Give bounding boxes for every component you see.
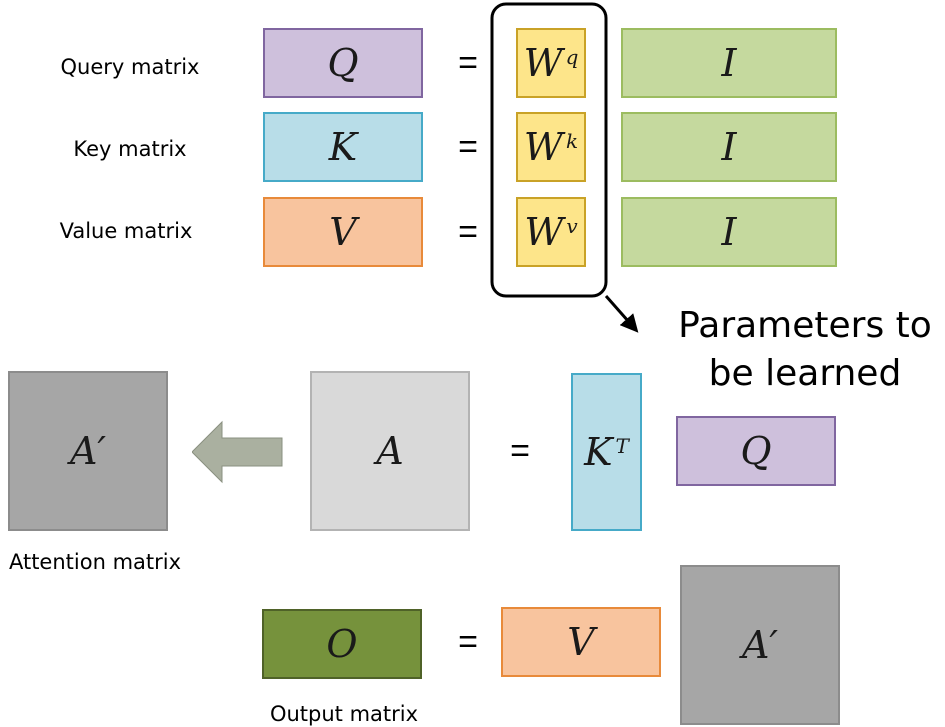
input-matrix-box-key: I (621, 112, 837, 182)
input-matrix-box-value: I (621, 197, 837, 267)
query-matrix-box-attention: Q (676, 416, 836, 486)
query-matrix-label: Query matrix (60, 55, 200, 79)
value-symbol: V (329, 210, 357, 254)
key-matrix-label: Key matrix (73, 137, 187, 161)
input-symbol-key: I (721, 125, 737, 169)
parameters-pointer-arrow (604, 295, 639, 333)
normalized-attention-box: A′ (8, 371, 168, 531)
query-symbol-attention: Q (740, 429, 772, 473)
query-symbol: Q (327, 41, 359, 85)
value-symbol-output: V (567, 620, 595, 664)
key-transpose-symbol: K (584, 430, 613, 474)
input-symbol-value: I (721, 210, 737, 254)
key-symbol: K (328, 125, 358, 169)
key-transpose-superscript: T (615, 434, 629, 458)
output-matrix-box: O (262, 609, 422, 679)
weight-value-superscript: v (566, 214, 578, 238)
weight-query-superscript: q (565, 45, 579, 69)
softmax-arrow-icon (192, 420, 283, 484)
parameters-caption-line2: be learned (708, 353, 902, 394)
value-matrix-box: V (263, 197, 423, 267)
weight-key-superscript: k (565, 129, 579, 153)
normalized-attention-symbol-output: A′ (741, 623, 779, 667)
normalized-attention-box-output: A′ (680, 565, 840, 725)
output-matrix-label: Output matrix (269, 702, 419, 726)
equals-sign-value: = (458, 213, 478, 251)
key-matrix-box: K (263, 112, 423, 182)
parameters-caption: Parameters to be learned (660, 302, 945, 398)
normalized-attention-symbol: A′ (69, 429, 107, 473)
equals-sign-key: = (458, 128, 478, 166)
input-matrix-box-query: I (621, 28, 837, 98)
equals-sign-attention: = (510, 432, 530, 470)
output-symbol: O (326, 622, 358, 666)
attention-matrix-box: A (310, 371, 470, 531)
input-symbol-query: I (721, 41, 737, 85)
weight-key-symbol: W (523, 125, 563, 169)
query-matrix-box: Q (263, 28, 423, 98)
equals-sign-output: = (458, 623, 478, 661)
weight-query-symbol: W (523, 41, 563, 85)
weight-value-symbol: W (524, 210, 564, 254)
attention-matrix-label: Attention matrix (8, 550, 182, 574)
attention-symbol: A (376, 429, 404, 473)
parameters-caption-line1: Parameters to (678, 305, 932, 346)
value-matrix-label: Value matrix (59, 219, 193, 243)
value-matrix-box-output: V (501, 607, 661, 677)
equals-sign-query: = (458, 44, 478, 82)
